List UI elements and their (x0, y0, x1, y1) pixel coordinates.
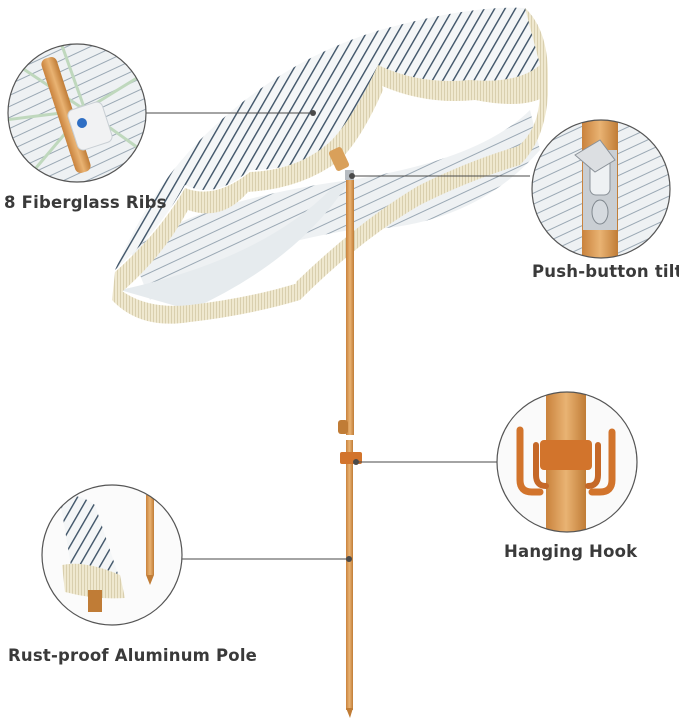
detail-circle-tilt (531, 119, 671, 259)
label-aluminum-pole: Rust-proof Aluminum Pole (8, 646, 258, 665)
label-hanging-hook: Hanging Hook (504, 542, 638, 561)
leader-lines (145, 112, 530, 560)
canopy-underside (120, 110, 540, 310)
detail-circle-ribs (7, 43, 147, 183)
label-push-button-tilt: Push-button tilt (532, 262, 679, 281)
detail-circle-hook (496, 391, 638, 533)
canopy-fringe (112, 8, 548, 324)
canopy-top (115, 7, 546, 271)
detail-circle-pole (41, 484, 183, 626)
label-fiberglass-ribs: 8 Fiberglass Ribs (4, 193, 167, 212)
